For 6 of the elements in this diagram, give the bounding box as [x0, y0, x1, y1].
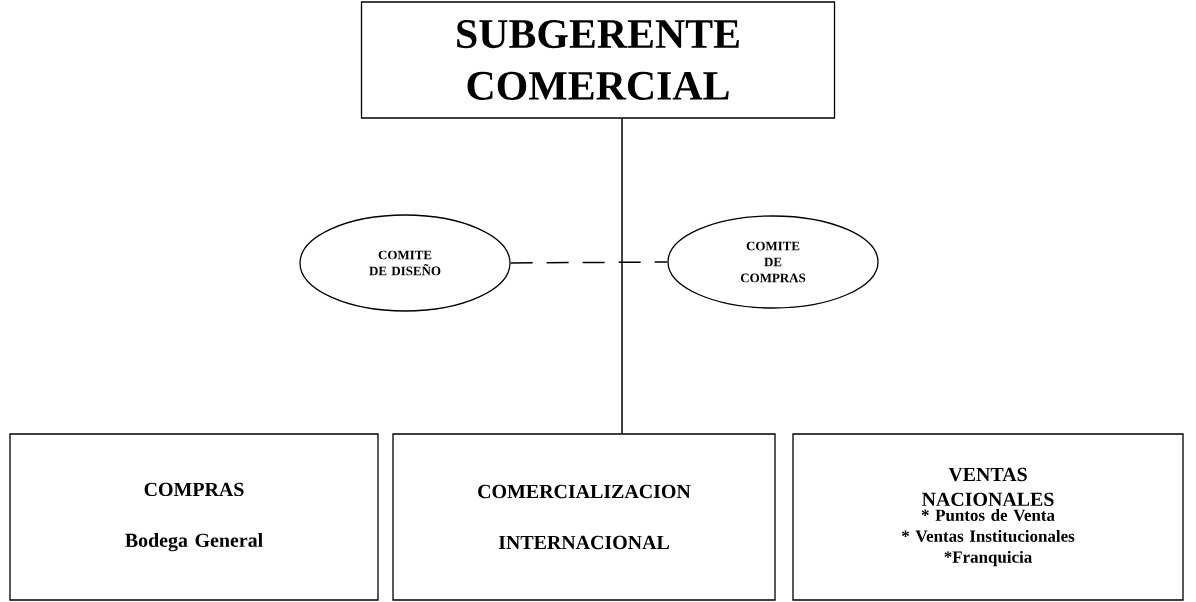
- department-box: COMERCIALIZACION INTERNACIONAL: [392, 433, 776, 601]
- connector-line: [621, 117, 623, 435]
- title-box: SUBGERENTE COMERCIAL: [360, 1, 836, 119]
- department-box: VENTAS NACIONALES * Puntos de Venta * Ventas Institucionales *Franquicia: [792, 433, 1184, 601]
- dashed-line: [509, 261, 669, 264]
- department-box: COMPRAS Bodega General: [9, 433, 379, 601]
